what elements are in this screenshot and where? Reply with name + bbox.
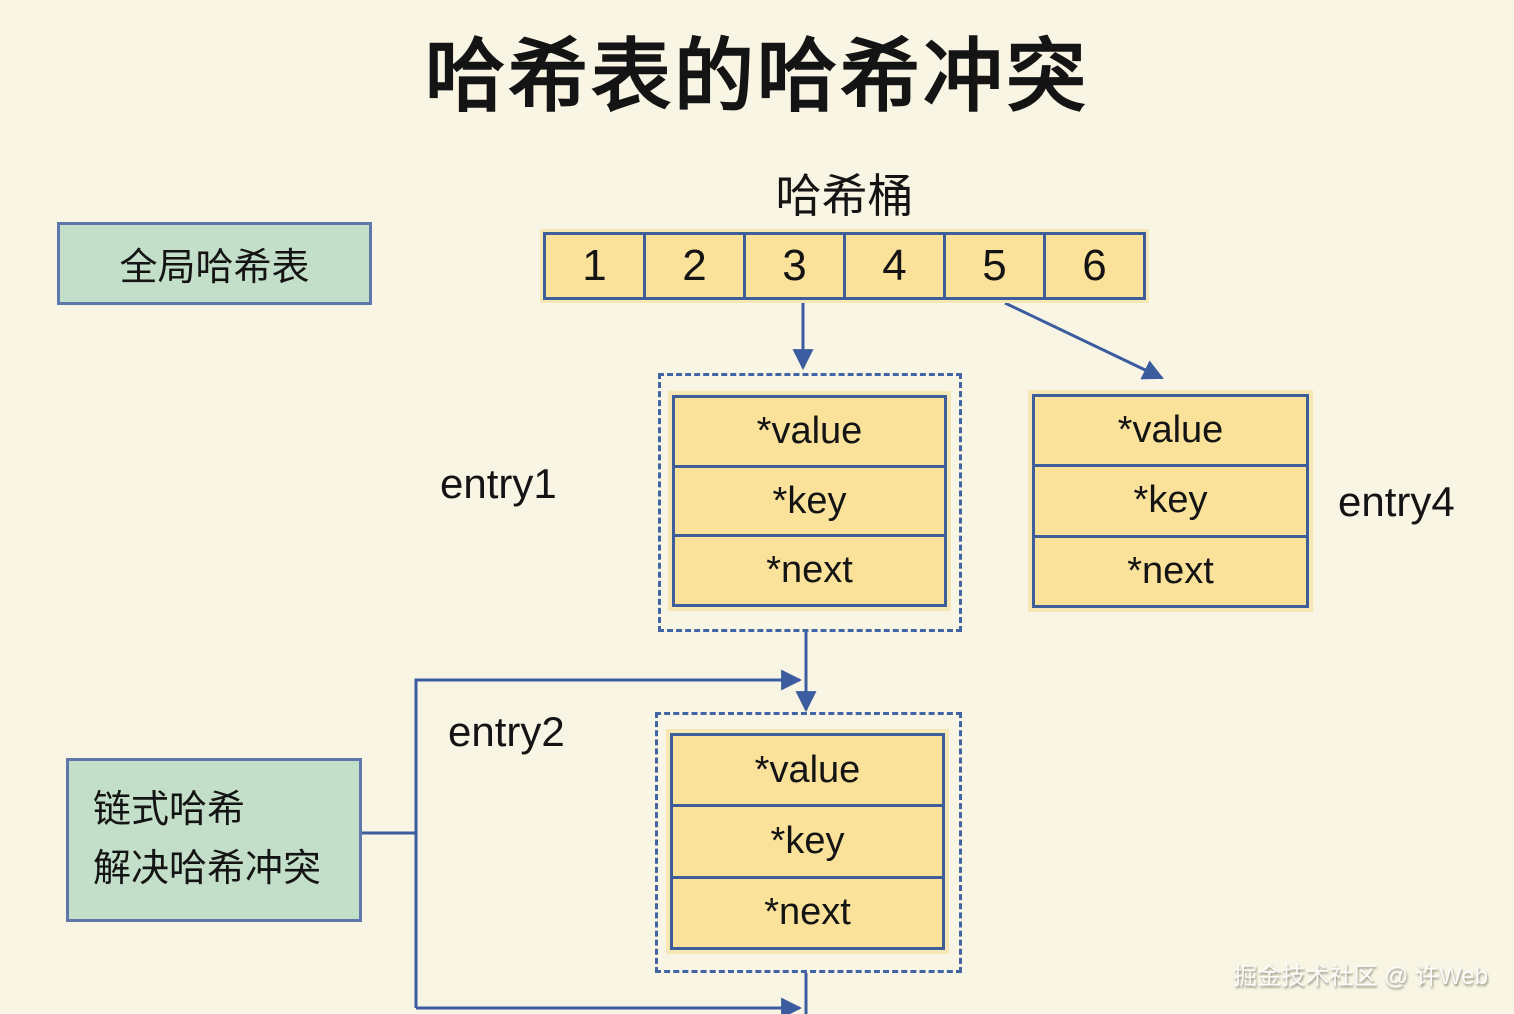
- bucket-cell-5: 5: [943, 235, 1043, 297]
- entry2-dashed-frame: [655, 712, 962, 973]
- bucket-label: 哈希桶: [775, 170, 914, 222]
- global-hash-table-label: 全局哈希表: [57, 222, 372, 305]
- entry1-value-cell: *value: [672, 395, 947, 468]
- entry4-next-cell: *next: [1032, 534, 1309, 608]
- entry2-value-cell: *value: [670, 733, 945, 808]
- entry4-label: entry4: [1338, 478, 1455, 525]
- entry2-label: entry2: [448, 708, 565, 755]
- bucket-cell-1: 1: [582, 241, 607, 290]
- entry1-node: *value *key *next: [672, 395, 947, 608]
- entry1-dashed-frame: [658, 373, 962, 632]
- chained-hash-line1: 链式哈希: [93, 789, 246, 832]
- chained-hash-line2: 解决哈希冲突: [93, 848, 322, 890]
- page-title: 哈希表的哈希冲突: [425, 32, 1089, 121]
- entry2-node: *value *key *next: [670, 733, 945, 950]
- entry1-key-cell: *key: [672, 464, 947, 538]
- hash-bucket-array: 1 2 3 4 5 6: [543, 232, 1146, 300]
- arrow-bucket5-to-entry4: [1004, 301, 1164, 380]
- chained-hash-label: 链式哈希 解决哈希冲突: [66, 758, 362, 922]
- entry1-next-cell: *next: [672, 534, 947, 608]
- entry4-key-cell: *key: [1032, 464, 1309, 538]
- bucket-cell-2: 2: [643, 235, 743, 297]
- watermark: 掘金技术社区 @ 许Web: [1233, 963, 1488, 990]
- entry1-label: entry1: [440, 460, 557, 507]
- entry4-node: *value *key *next: [1032, 394, 1309, 608]
- entry2-key-cell: *key: [670, 804, 945, 879]
- bucket-cell-4: 4: [843, 235, 943, 297]
- entry4-value-cell: *value: [1032, 394, 1309, 468]
- entry2-next-cell: *next: [670, 875, 945, 950]
- bucket-cell-3: 3: [743, 235, 843, 297]
- bucket-cell-6: 6: [1043, 235, 1143, 297]
